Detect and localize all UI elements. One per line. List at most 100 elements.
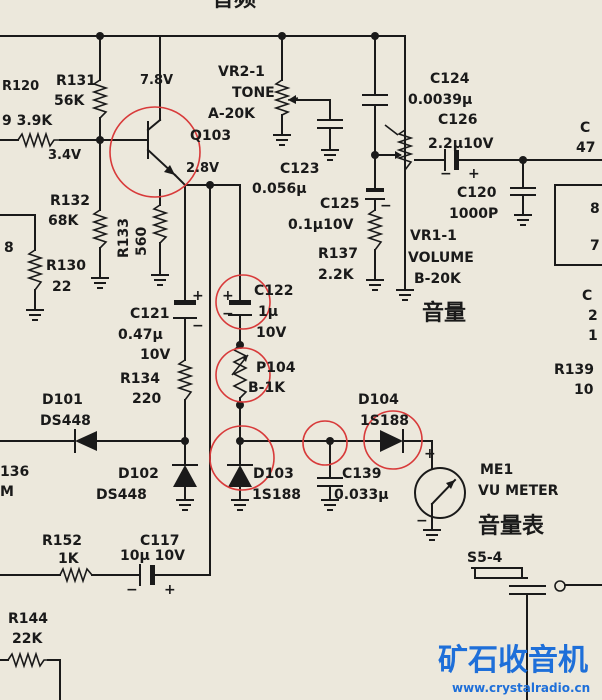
- svg-text:+: +: [164, 582, 176, 598]
- label-edge-7: 7: [590, 238, 600, 254]
- label-c139: C139: [342, 466, 382, 482]
- wires: [0, 35, 602, 700]
- label-r139-value-partial: 10: [574, 382, 594, 398]
- capacitors: [139, 94, 536, 586]
- label-d104-type: 1S188: [360, 413, 409, 429]
- label-c117-value: 10µ 10V: [120, 548, 185, 564]
- r130-symbol: [26, 249, 44, 291]
- svg-text:−: −: [380, 198, 392, 214]
- diodes: [74, 429, 404, 501]
- label-c122: C122: [254, 283, 294, 299]
- label-vr2: VR2-1: [218, 64, 265, 80]
- r152-symbol: [59, 566, 93, 584]
- label-c117: C117: [140, 533, 180, 549]
- label-r144: R144: [8, 611, 48, 627]
- r132-symbol: [91, 209, 109, 249]
- label-me1: ME1: [480, 462, 513, 478]
- label-c126: C126: [438, 112, 478, 128]
- label-c126-value: 2.2µ10V: [428, 136, 494, 152]
- label-d102: D102: [118, 466, 159, 482]
- q103-transistor: [129, 118, 177, 177]
- label-r133: R133: [116, 218, 132, 258]
- label-edge-1: 1: [588, 328, 598, 344]
- labels: R120 9 3.9K R131 56K 7.8V 3.4V 2.8V Q103…: [0, 0, 600, 647]
- label-r131-value: 56K: [54, 93, 85, 109]
- label-r134-value: 220: [132, 391, 161, 407]
- label-c123-value: 0.056µ: [252, 181, 307, 197]
- highlight-d103: [209, 425, 275, 491]
- label-c-edge2: C: [582, 288, 592, 304]
- label-me1-name: VU METER: [478, 483, 559, 499]
- label-c121: C121: [130, 306, 170, 322]
- r137-symbol: [366, 209, 384, 251]
- svg-text:−: −: [192, 318, 204, 334]
- label-vr2-value: A-20K: [208, 106, 256, 122]
- svg-text:+: +: [468, 166, 480, 182]
- vr2-symbol: [273, 79, 291, 116]
- label-c122-voltage: 10V: [256, 325, 286, 341]
- r120-symbol: [17, 131, 60, 149]
- label-edge-8: 8: [590, 201, 600, 217]
- svg-text:+: +: [222, 288, 234, 304]
- label-d104: D104: [358, 392, 399, 408]
- r144-symbol: [7, 651, 48, 669]
- label-d102-type: DS448: [96, 487, 147, 503]
- label-q103: Q103: [190, 128, 231, 144]
- label-c120-value: 1000P: [449, 206, 498, 222]
- highlight-q103: [109, 106, 201, 198]
- vu-meter-symbol: [414, 467, 466, 519]
- label-p104-value: B-1K: [248, 380, 286, 396]
- label-r139-partial: R139: [554, 362, 594, 378]
- label-r120: R120: [2, 79, 39, 94]
- r133-symbol: [151, 204, 169, 244]
- highlight-d104: [363, 410, 423, 470]
- resistors: [7, 79, 414, 669]
- label-c-edge: C: [580, 120, 590, 136]
- switch-s5: [471, 567, 566, 601]
- label-d103: D103: [253, 466, 294, 482]
- label-me1-cn: 音量表: [478, 513, 545, 539]
- highlight-c122: [215, 274, 271, 330]
- label-c124-value: 0.0039µ: [408, 92, 472, 108]
- label-d101-type: DS448: [40, 413, 91, 429]
- label-s5: S5-4: [467, 550, 503, 566]
- label-v-emitter: 2.8V: [186, 161, 219, 176]
- wiper-arrows: [231, 95, 402, 376]
- label-r132-value: 68K: [48, 213, 79, 229]
- label-vr1-cn: 音量: [422, 300, 466, 326]
- svg-text:+: +: [192, 288, 204, 304]
- svg-text:−: −: [416, 513, 428, 529]
- highlight-p104: [215, 347, 271, 403]
- label-r152: R152: [42, 533, 82, 549]
- label-r120-partial: 9 3.9K: [2, 113, 53, 129]
- svg-text:+: +: [424, 446, 436, 462]
- label-r136-partial: 136: [0, 464, 29, 480]
- label-c120: C120: [457, 185, 497, 201]
- label-v-collector: 7.8V: [140, 73, 173, 88]
- label-d103-type: 1S188: [252, 487, 301, 503]
- highlight-junction: [302, 420, 348, 466]
- watermark-url: www.crystalradio.cn: [452, 681, 590, 695]
- p104-symbol: [232, 344, 248, 399]
- label-m-partial: M: [0, 484, 14, 500]
- label-c-edge-value: 47: [576, 140, 595, 156]
- svg-text:−: −: [222, 306, 234, 322]
- label-r133-value: 560: [134, 227, 150, 256]
- vr1-symbol: [396, 129, 414, 171]
- label-edge-2: 2: [588, 308, 598, 324]
- r131-symbol: [91, 79, 109, 119]
- ground-symbols: [26, 134, 532, 541]
- label-c125-value: 0.1µ10V: [288, 217, 354, 233]
- label-r131: R131: [56, 73, 96, 89]
- label-r137: R137: [318, 246, 358, 262]
- label-c121-value: 0.47µ: [118, 327, 163, 343]
- label-v-base: 3.4V: [48, 148, 81, 163]
- label-r130-value: 22: [52, 279, 71, 295]
- label-r132: R132: [50, 193, 90, 209]
- label-vr1: VR1-1: [410, 228, 457, 244]
- label-left-8: 8: [4, 240, 14, 256]
- label-c123: C123: [280, 161, 320, 177]
- label-c122-value: 1µ: [258, 304, 278, 320]
- label-p104: P104: [256, 360, 296, 376]
